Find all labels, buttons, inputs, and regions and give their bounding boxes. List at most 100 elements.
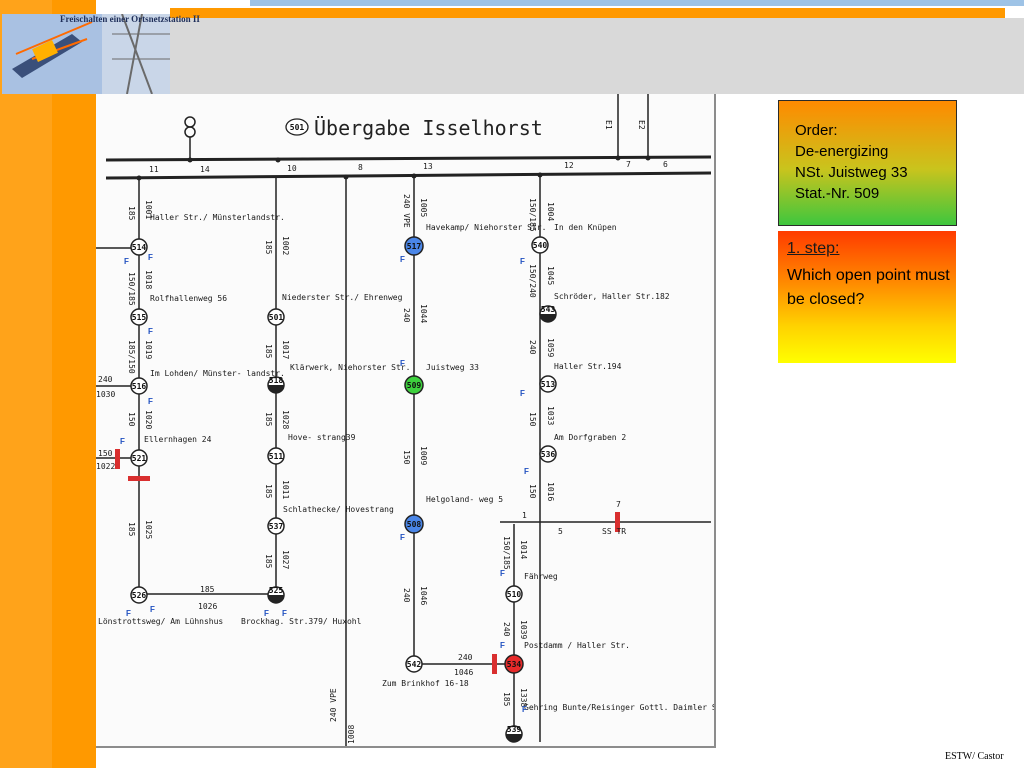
svg-text:1: 1 — [522, 511, 527, 520]
svg-text:516: 516 — [132, 382, 147, 391]
svg-text:F: F — [148, 253, 153, 262]
svg-text:F: F — [124, 257, 129, 266]
svg-text:240: 240 — [502, 622, 511, 637]
step-box: 1. step: Which open point must be closed… — [778, 231, 956, 363]
svg-text:526: 526 — [132, 591, 147, 600]
station-521[interactable]: 521 — [130, 449, 148, 467]
svg-text:1016: 1016 — [546, 482, 555, 501]
station-542[interactable]: 542 — [405, 655, 423, 673]
svg-text:1045: 1045 — [546, 266, 555, 285]
open-point-521-below[interactable] — [128, 476, 150, 481]
svg-text:240: 240 — [402, 588, 411, 603]
svg-text:185: 185 — [264, 412, 273, 427]
footer-text: ESTW/ Castor — [945, 751, 1004, 762]
station-515[interactable]: 515 — [130, 308, 148, 326]
open-point-left[interactable] — [115, 449, 120, 469]
order-action: De-energizing — [795, 143, 889, 160]
svg-text:536: 536 — [541, 450, 556, 459]
station-539[interactable]: 539 — [505, 725, 523, 743]
station-542-label: Zum Brinkhof 16-18 — [382, 679, 469, 688]
svg-text:F: F — [500, 641, 505, 650]
svg-text:1059: 1059 — [546, 338, 555, 357]
svg-text:F: F — [264, 609, 269, 618]
top-right-label-e2: E2 — [637, 120, 646, 130]
feeder-number-7: 7 — [626, 160, 631, 169]
network-diagram-svg: 501 Übergabe Isselhorst E1 E2 11 14 10 8… — [96, 94, 714, 746]
svg-text:F: F — [500, 569, 505, 578]
station-514-label: Haller Str./ Münsterlandstr. — [150, 213, 285, 222]
station-517[interactable]: 517 — [404, 236, 424, 256]
svg-text:150: 150 — [127, 412, 136, 427]
station-525[interactable]: 525 — [267, 586, 285, 604]
station-537[interactable]: 537 — [267, 517, 285, 535]
slide-title: Freischalten einer Ortsnetzstation II — [60, 14, 200, 24]
svg-text:F: F — [120, 437, 125, 446]
station-540[interactable]: 540 — [531, 236, 549, 254]
svg-text:SS TR: SS TR — [602, 527, 626, 536]
station-509[interactable]: 509 — [404, 375, 424, 395]
svg-text:542: 542 — [407, 660, 422, 669]
station-501[interactable]: 501 — [267, 308, 285, 326]
station-526[interactable]: 526 — [130, 586, 148, 604]
svg-text:1022: 1022 — [96, 462, 115, 471]
svg-text:F: F — [524, 467, 529, 476]
svg-text:508: 508 — [407, 520, 422, 529]
svg-text:150/185: 150/185 — [528, 198, 537, 232]
svg-text:513: 513 — [541, 380, 556, 389]
svg-text:511: 511 — [269, 452, 284, 461]
svg-text:1044: 1044 — [419, 304, 428, 323]
svg-text:534: 534 — [507, 660, 522, 669]
svg-text:518: 518 — [269, 376, 284, 385]
svg-text:1020: 1020 — [144, 410, 153, 429]
svg-text:1030: 1030 — [96, 390, 115, 399]
station-534[interactable]: 534 — [504, 654, 524, 674]
svg-text:240: 240 — [98, 375, 113, 384]
open-point-right[interactable] — [615, 512, 620, 532]
order-text: Order: De-energizing NSt. Juistweg 33 St… — [795, 120, 908, 204]
station-508[interactable]: 508 — [404, 514, 424, 534]
svg-text:F: F — [522, 705, 527, 714]
open-point-542-534[interactable] — [492, 654, 497, 674]
svg-text:240: 240 — [402, 308, 411, 323]
svg-text:1039: 1039 — [519, 620, 528, 639]
svg-text:240 VPE: 240 VPE — [402, 194, 411, 228]
svg-text:510: 510 — [507, 590, 522, 599]
feeder-number-6: 6 — [663, 160, 668, 169]
station-511[interactable]: 511 — [267, 447, 285, 465]
svg-text:1009: 1009 — [419, 446, 428, 465]
station-536[interactable]: 536 — [539, 445, 557, 463]
header-photo-illustration — [2, 14, 170, 94]
svg-text:514: 514 — [132, 243, 147, 252]
svg-text:525: 525 — [269, 586, 284, 595]
svg-text:1027: 1027 — [281, 550, 290, 569]
station-513[interactable]: 513 — [539, 375, 557, 393]
svg-text:540: 540 — [533, 241, 548, 250]
busbar-lower — [105, 171, 712, 180]
svg-text:1001: 1001 — [144, 200, 153, 219]
station-543[interactable]: 543 — [539, 305, 557, 323]
svg-text:150/185: 150/185 — [502, 536, 511, 570]
svg-text:1004: 1004 — [546, 202, 555, 221]
svg-text:1033: 1033 — [546, 406, 555, 425]
station-518[interactable]: 518 — [267, 376, 285, 394]
station-513-label: Haller Str.194 — [554, 362, 622, 371]
station-516[interactable]: 516 — [130, 377, 148, 395]
station-510[interactable]: 510 — [505, 585, 523, 603]
svg-text:1005: 1005 — [419, 198, 428, 217]
step-question: Which open point must be closed? — [787, 267, 950, 308]
svg-text:1026: 1026 — [198, 602, 217, 611]
svg-text:185: 185 — [264, 240, 273, 255]
svg-text:F: F — [520, 389, 525, 398]
station-517-label: Havekamp/ Niehorster Str. — [426, 223, 546, 232]
busbar-upper — [105, 155, 712, 162]
svg-text:F: F — [148, 327, 153, 336]
svg-text:543: 543 — [541, 305, 556, 314]
svg-text:5: 5 — [558, 527, 563, 536]
station-511-label: Hove- strang39 — [288, 433, 356, 442]
svg-text:185: 185 — [264, 484, 273, 499]
feeder-number-8: 8 — [358, 163, 363, 172]
header-photo — [2, 14, 170, 94]
feeder-number-13: 13 — [423, 162, 433, 171]
station-514[interactable]: 514 — [130, 238, 148, 256]
